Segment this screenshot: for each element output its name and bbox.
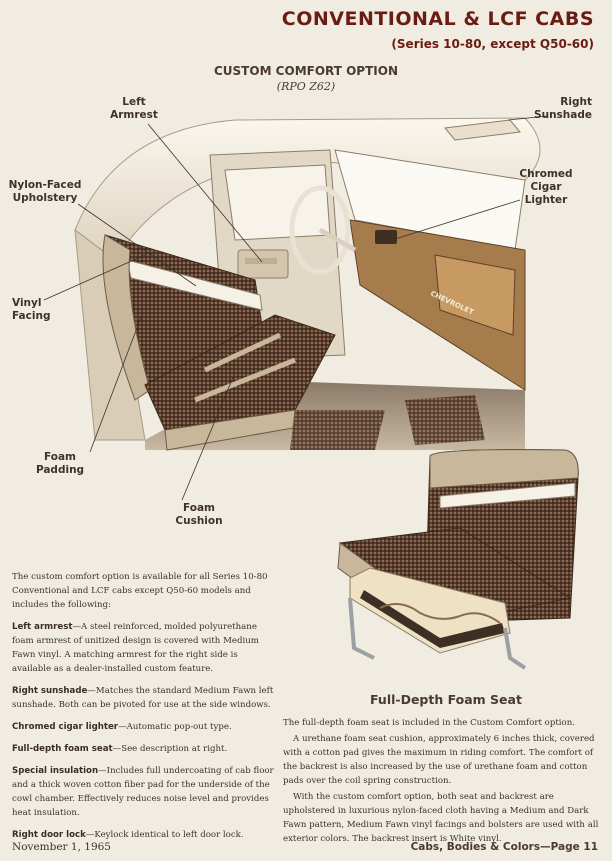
callout-chromed-cigar-lighter: Chromed Cigar Lighter [519,168,573,206]
feature-right-door-lock: Right door lock—Keylock identical to lef… [12,830,244,840]
seat-paragraph: With the custom comfort option, both sea… [283,792,599,844]
seat-paragraph: The full-depth foam seat is included in … [283,718,575,728]
feature-foam-seat: Full-depth foam seat—See description at … [12,744,228,754]
page-subtitle: (Series 10-80, except Q50-60) [391,37,594,51]
intro-paragraph: The custom comfort option is available f… [12,572,268,610]
footer-page: Cabs, Bodies & Colors—Page 11 [410,841,598,853]
features-list: The custom comfort option is available f… [12,570,277,850]
feature-left-armrest: Left armrest—A steel reinforced, molded … [12,622,259,674]
page-title: CONVENTIONAL & LCF CABS [281,8,594,30]
callout-right-sunshade: Right Sunshade [534,96,592,121]
seat-section-text: The full-depth foam seat is included in … [283,716,601,848]
foam-seat-cutaway-illustration [337,449,579,670]
cab-interior-illustration: CHEVROLET [74,117,541,451]
callout-left-armrest: Left Armrest [110,96,158,121]
option-title: CUSTOM COMFORT OPTION [213,64,398,78]
seat-section-title: Full-Depth Foam Seat [370,692,522,707]
feature-special-insulation: Special insulation—Includes full underco… [12,766,274,818]
callout-foam-padding: Foam Padding [35,451,85,476]
callout-nylon-faced-upholstery: Nylon-Faced Upholstery [8,179,82,204]
seat-paragraph: A urethane foam seat cushion, approximat… [283,734,595,786]
callout-vinyl-facing: Vinyl Facing [12,297,51,322]
footer-date: November 1, 1965 [12,841,111,853]
feature-cigar-lighter: Chromed cigar lighter—Automatic pop-out … [12,722,232,732]
rpo-code: (RPO Z62) [276,80,336,93]
feature-right-sunshade: Right sunshade—Matches the standard Medi… [12,686,274,710]
callout-foam-cushion: Foam Cushion [175,502,223,527]
